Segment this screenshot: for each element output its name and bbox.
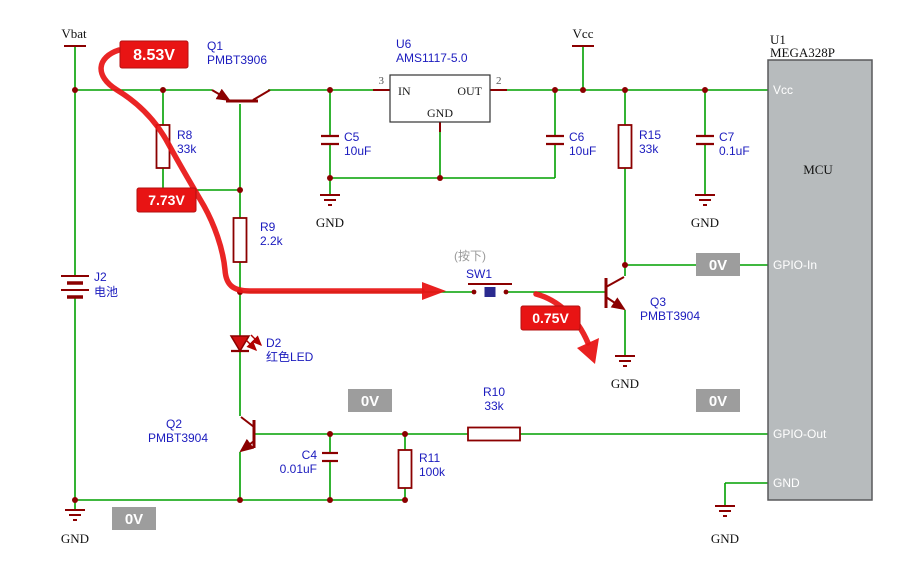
q3-ref: Q3 <box>650 295 666 309</box>
q1-value: PMBT3906 <box>207 53 267 67</box>
c7-ref: C7 <box>719 130 735 144</box>
current-arrow-right <box>422 282 446 300</box>
switch-sw1: (按下) SW1 <box>454 249 512 297</box>
sw1-pressed-note: (按下) <box>454 249 486 263</box>
r10-value: 33k <box>484 399 504 413</box>
d2-ref: D2 <box>266 336 282 350</box>
capacitor-c6: C6 10uF <box>546 130 596 158</box>
r8-value: 33k <box>177 142 197 156</box>
j2-value: 电池 <box>94 285 118 299</box>
u6-pin-number-3: 3 <box>379 75 385 87</box>
d2-value: 红色LED <box>266 349 314 364</box>
c7-value: 0.1uF <box>719 144 750 158</box>
zero-volt-value: 0V <box>709 257 727 274</box>
u6-value: AMS1117-5.0 <box>396 51 468 65</box>
current-arrow-down <box>577 338 599 364</box>
u1-pin-gnd: GND <box>773 476 800 490</box>
zero-volt-badge-gpio-in: 0V <box>696 253 740 276</box>
q1-ref: Q1 <box>207 39 223 53</box>
transistor-q1: Q1 PMBT3906 <box>207 39 271 103</box>
u1-value: MEGA328P <box>770 45 835 60</box>
u6-pin-out-label: OUT <box>457 84 482 98</box>
q2-value: PMBT3904 <box>148 431 208 445</box>
zero-volt-value: 0V <box>125 511 143 528</box>
r11-value: 100k <box>419 465 446 479</box>
q1-base-voltage-value: 7.73V <box>148 192 185 208</box>
gnd-symbol-c7: GND <box>691 194 719 230</box>
resistor-r15: R15 33k <box>617 124 661 169</box>
c4-value: 0.01uF <box>280 462 317 476</box>
resistor-r9: R9 2.2k <box>232 217 284 263</box>
u1-core-label: MCU <box>803 162 833 177</box>
gnd-label: GND <box>611 376 639 391</box>
gnd-label: GND <box>691 215 719 230</box>
voltage-badge-q1-base: 7.73V <box>136 187 197 213</box>
led-d2: D2 红色LED <box>229 334 314 364</box>
r15-value: 33k <box>639 142 659 156</box>
c5-ref: C5 <box>344 130 360 144</box>
transistor-q3: Q3 PMBT3904 <box>604 276 700 323</box>
capacitor-c4: C4 0.01uF <box>280 448 338 476</box>
sw1-ref: SW1 <box>466 267 492 281</box>
sw1-button-knob <box>484 287 496 297</box>
gnd-label: GND <box>316 215 344 230</box>
c4-ref: C4 <box>302 448 318 462</box>
u6-ref: U6 <box>396 37 412 51</box>
q3-base-voltage-value: 0.75V <box>532 310 569 326</box>
zero-volt-value: 0V <box>361 393 379 410</box>
gnd-symbol-q3: GND <box>611 355 639 391</box>
r9-ref: R9 <box>260 220 276 234</box>
u1-pin-vcc: Vcc <box>773 83 793 97</box>
u1-pin-gpio-in: GPIO-In <box>773 258 817 272</box>
gnd-label: GND <box>61 531 89 546</box>
voltage-badge-q3-base: 0.75V <box>520 305 581 331</box>
voltage-badge-vbat: 8.53V <box>119 40 189 69</box>
junction-dots <box>72 87 708 503</box>
c6-value: 10uF <box>569 144 596 158</box>
vbat-label: Vbat <box>61 26 87 41</box>
r8-ref: R8 <box>177 128 193 142</box>
vbat-voltage-value: 8.53V <box>133 47 175 64</box>
c6-ref: C6 <box>569 130 585 144</box>
zero-volt-badge-gpio-out-right: 0V <box>696 389 740 412</box>
gnd-symbol-c5: GND <box>316 194 344 230</box>
c5-value: 10uF <box>344 144 371 158</box>
u6-pin-in-label: IN <box>398 84 411 98</box>
u6-pin-gnd-label: GND <box>427 106 453 120</box>
zero-volt-badge-gpio-out-left: 0V <box>348 389 392 412</box>
transistor-q2: Q2 PMBT3904 <box>148 416 256 453</box>
gnd-symbol-bottom-left: GND <box>61 509 89 546</box>
u1-pin-gpio-out: GPIO-Out <box>773 427 827 441</box>
q2-ref: Q2 <box>166 417 182 431</box>
q3-value: PMBT3904 <box>640 309 700 323</box>
capacitor-c7: C7 0.1uF <box>696 130 750 158</box>
resistor-r10: R10 33k <box>467 385 521 442</box>
zero-volt-value: 0V <box>709 393 727 410</box>
u1-ref: U1 <box>770 32 786 47</box>
resistor-r11: R11 100k <box>397 449 446 489</box>
r9-value: 2.2k <box>260 234 284 248</box>
vcc-label: Vcc <box>573 26 594 41</box>
j2-ref: J2 <box>94 270 107 284</box>
r10-ref: R10 <box>483 385 505 399</box>
capacitor-c5: C5 10uF <box>321 130 371 158</box>
regulator-u6: IN OUT GND 3 2 U6 AMS1117-5.0 <box>373 37 507 132</box>
vcc-power-symbol: Vcc <box>572 26 594 47</box>
gnd-symbol-mcu: GND <box>711 505 739 546</box>
battery-j2: J2 电池 <box>61 270 118 299</box>
r11-ref: R11 <box>419 451 440 465</box>
zero-volt-badge-ground-rail: 0V <box>112 507 156 530</box>
gnd-label: GND <box>711 531 739 546</box>
mcu-u1: U1 MEGA328P Vcc GPIO-In GPIO-Out GND MCU <box>767 32 873 501</box>
r15-ref: R15 <box>639 128 661 142</box>
vbat-power-symbol: Vbat <box>61 26 87 47</box>
u6-pin-number-2: 2 <box>496 75 502 87</box>
